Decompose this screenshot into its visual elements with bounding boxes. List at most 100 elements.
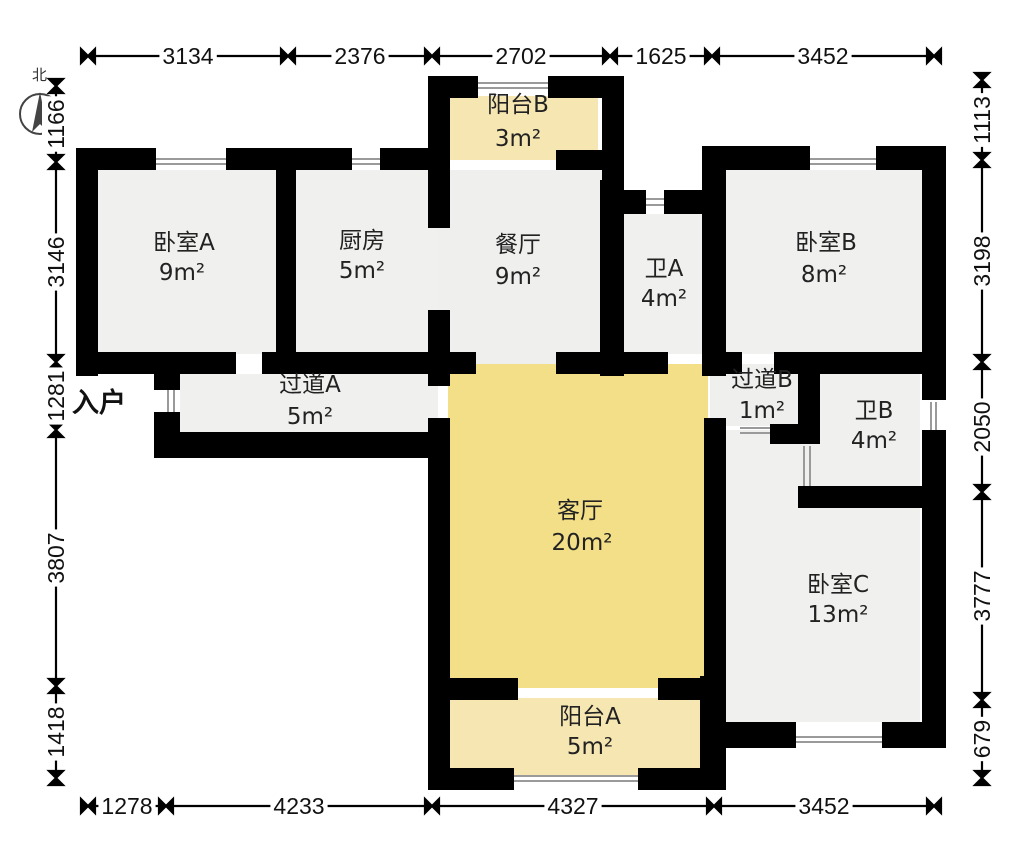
dim-tick-bottom	[157, 796, 175, 816]
room-labels: 卧室A 9m² 厨房 5m² 阳台B 3m² 餐厅 9m² 卫A 4m² 卧室B…	[153, 92, 897, 760]
door-bath-b	[803, 446, 811, 486]
room-area-hall-a: 5m²	[287, 404, 333, 430]
room-area-hall-b: 1m²	[739, 398, 785, 424]
floor-bedroom-b	[726, 170, 922, 354]
floor-dining	[438, 170, 608, 364]
dim-tick-bottom	[925, 796, 943, 816]
dim-label-left: 1418	[43, 706, 69, 757]
dim-label-bg	[968, 716, 996, 762]
dim-label-bg	[270, 792, 328, 820]
dim-label-top: 3134	[162, 43, 213, 69]
dim-label-left: 3807	[43, 532, 69, 583]
dim-tick-bottom	[79, 796, 97, 816]
dim-tick-top	[925, 46, 943, 66]
floor-balcony-b	[450, 96, 598, 160]
dim-tick-left	[46, 677, 66, 695]
dim-tick-right	[972, 151, 992, 169]
window-entry	[167, 388, 175, 412]
dim-label-bg	[968, 567, 996, 625]
dim-label-right: 679	[969, 720, 995, 758]
room-name-bedroom-a: 卧室A	[153, 230, 215, 256]
floor-kitchen	[296, 170, 438, 354]
room-area-living: 20m²	[552, 530, 613, 556]
dim-tick-left	[46, 769, 66, 787]
dim-label-bg	[968, 232, 996, 290]
dim-label-top: 2376	[334, 43, 385, 69]
room-name-hall-a: 过道A	[279, 372, 341, 398]
dim-tick-right	[972, 483, 992, 501]
room-name-bath-a: 卫A	[645, 256, 684, 282]
dim-label-bg	[42, 96, 70, 152]
dim-label-bg	[42, 233, 70, 291]
dim-label-bottom: 1278	[101, 793, 152, 819]
dim-label-bg	[331, 42, 389, 70]
room-area-balcony-a: 5m²	[567, 734, 613, 760]
dim-label-bottom: 4327	[547, 793, 598, 819]
dim-tick-right	[972, 769, 992, 787]
window-bath-a	[646, 198, 664, 206]
room-area-bedroom-a: 9m²	[159, 260, 205, 286]
dim-label-left: 3146	[43, 236, 69, 287]
window-bath-b	[930, 402, 937, 430]
room-name-balcony-b: 阳台B	[487, 92, 549, 118]
dim-label-bottom: 3452	[798, 793, 849, 819]
room-name-balcony-a: 阳台A	[559, 704, 621, 730]
window-bedroom-c	[796, 736, 882, 743]
dim-tick-left	[46, 421, 66, 439]
room-area-dining: 9m²	[495, 264, 541, 290]
dim-tick-left	[46, 153, 66, 171]
room-area-bedroom-b: 8m²	[801, 262, 847, 288]
window-balcony-a	[514, 775, 638, 782]
dim-tick-bottom	[423, 796, 441, 816]
room-name-kitchen: 厨房	[339, 228, 385, 254]
dim-tick-top	[79, 46, 97, 66]
floor-bedroom-a	[98, 170, 280, 354]
dim-label-bg	[42, 529, 70, 587]
room-name-bath-b: 卫B	[855, 398, 894, 424]
dim-tick-top	[601, 46, 619, 66]
room-name-bedroom-c: 卧室C	[807, 572, 869, 598]
compass-label: 北	[32, 66, 47, 84]
dim-label-bg	[632, 42, 690, 70]
room-area-bath-b: 4m²	[851, 428, 897, 454]
room-area-bath-a: 4m²	[641, 286, 687, 312]
floor-bath-a	[624, 214, 704, 354]
room-name-bedroom-b: 卧室B	[795, 230, 857, 256]
dim-label-bg	[795, 792, 853, 820]
dim-tick-right	[972, 353, 992, 371]
windows	[156, 82, 937, 782]
room-name-living: 客厅	[557, 498, 603, 524]
dim-label-right: 3777	[969, 570, 995, 621]
dim-tick-top	[279, 46, 297, 66]
dim-label-right: 2050	[969, 401, 995, 452]
window-bedroom-b	[810, 158, 876, 165]
dim-label-bg	[98, 792, 156, 820]
dim-label-top: 2702	[495, 43, 546, 69]
door-bedroom-c	[740, 427, 772, 434]
dim-label-bottom: 4233	[273, 793, 324, 819]
dim-label-bg	[492, 42, 550, 70]
dim-label-top: 3452	[797, 43, 848, 69]
dim-label-right: 3198	[969, 235, 995, 286]
dim-tick-bottom	[705, 796, 723, 816]
dim-label-left: 1166	[43, 99, 69, 148]
room-name-dining: 餐厅	[495, 232, 541, 258]
room-area-balcony-b: 3m²	[495, 126, 541, 152]
dim-label-bg	[42, 703, 70, 761]
floor-bedroom-c	[726, 430, 920, 722]
dim-label-bg	[544, 792, 602, 820]
dim-tick-left	[46, 353, 66, 371]
floor-living	[448, 364, 708, 688]
dim-tick-right	[972, 71, 992, 89]
dim-label-right: 1113	[969, 96, 995, 144]
entrance-label: 入户	[72, 387, 126, 419]
floor-balcony-a	[450, 698, 702, 776]
dim-label-bg	[794, 42, 852, 70]
room-area-bedroom-c: 13m²	[808, 602, 869, 628]
floor-areas	[98, 96, 922, 776]
dim-tick-top	[703, 46, 721, 66]
dim-label-bg	[159, 42, 217, 70]
dim-tick-left	[46, 77, 66, 95]
room-area-kitchen: 5m²	[339, 258, 385, 284]
